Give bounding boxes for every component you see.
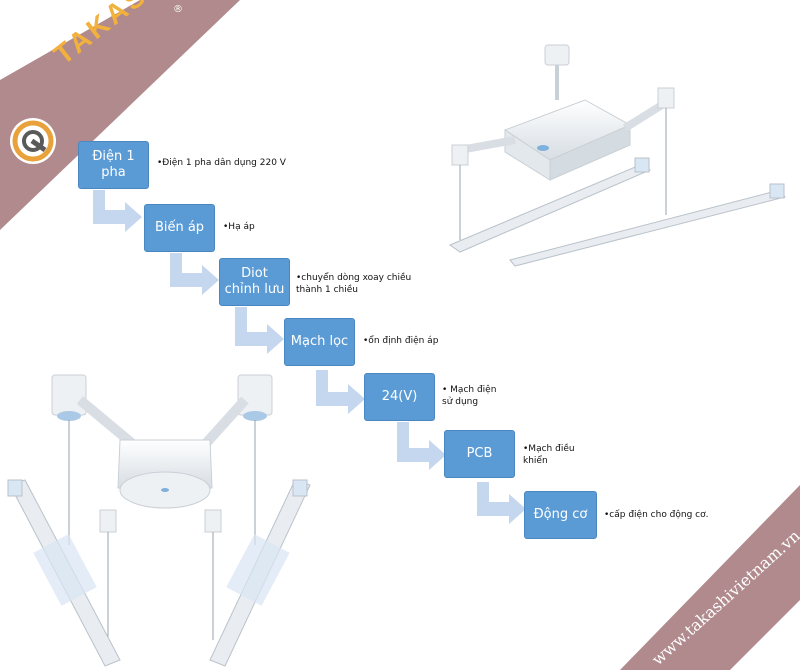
arrow-1 bbox=[93, 190, 142, 232]
flow-box-mach-loc: Mạch lọc bbox=[284, 318, 355, 366]
arrow-4 bbox=[316, 370, 365, 414]
flow-box-dien-1-pha: Điện 1 pha bbox=[78, 141, 149, 189]
flow-note-diot-chinh-luu: •chuyển dòng xoay chiều thành 1 chiều bbox=[296, 273, 412, 295]
brand-logo bbox=[10, 118, 56, 164]
flow-box-pcb: PCB bbox=[444, 430, 515, 478]
brand-band-top-left bbox=[0, 0, 240, 230]
clothes-drying-rack-bottom-left-image bbox=[7, 374, 311, 667]
flow-box-24v: 24(V) bbox=[364, 373, 435, 421]
flow-box-label: Diot chỉnh lưu bbox=[224, 265, 285, 297]
flow-box-dong-co: Động cơ bbox=[524, 491, 597, 539]
logo-q-icon bbox=[12, 120, 54, 162]
brand-band-bottom-right bbox=[620, 485, 800, 670]
arrow-6 bbox=[477, 482, 526, 524]
arrow-5 bbox=[397, 422, 446, 470]
flow-box-label: Biến áp bbox=[154, 219, 205, 235]
flow-note-bien-ap: •Hạ áp bbox=[223, 222, 255, 232]
arrow-2 bbox=[170, 253, 219, 295]
flow-box-diot-chinh-luu: Diot chỉnh lưu bbox=[219, 258, 290, 306]
flow-box-label: 24(V) bbox=[381, 388, 418, 404]
flow-box-label: Điện 1 pha bbox=[92, 148, 135, 180]
flow-note-pcb: •Mạch điều khiển bbox=[523, 444, 575, 466]
flow-box-label: Động cơ bbox=[533, 506, 588, 522]
flow-note-dien-1-pha: •Điện 1 pha dân dụng 220 V bbox=[157, 158, 286, 168]
registered-mark: ® bbox=[173, 4, 183, 15]
clothes-drying-rack-top-right-image bbox=[448, 44, 786, 267]
flow-note-dong-co: •cấp điện cho động cơ. bbox=[604, 510, 709, 520]
flow-note-mach-loc: •ổn định điện áp bbox=[363, 336, 439, 346]
flow-box-label: Mạch lọc bbox=[290, 333, 349, 349]
flow-box-label: PCB bbox=[466, 445, 493, 461]
flow-box-bien-ap: Biến áp bbox=[144, 204, 215, 252]
flow-note-24v: • Mạch điện sử dụng bbox=[442, 385, 497, 407]
arrow-3 bbox=[235, 307, 284, 354]
